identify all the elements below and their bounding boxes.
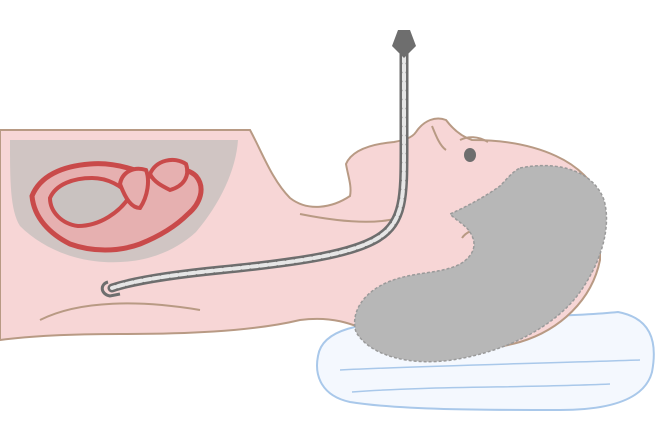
eye xyxy=(464,148,476,162)
tube-connector xyxy=(392,30,416,58)
